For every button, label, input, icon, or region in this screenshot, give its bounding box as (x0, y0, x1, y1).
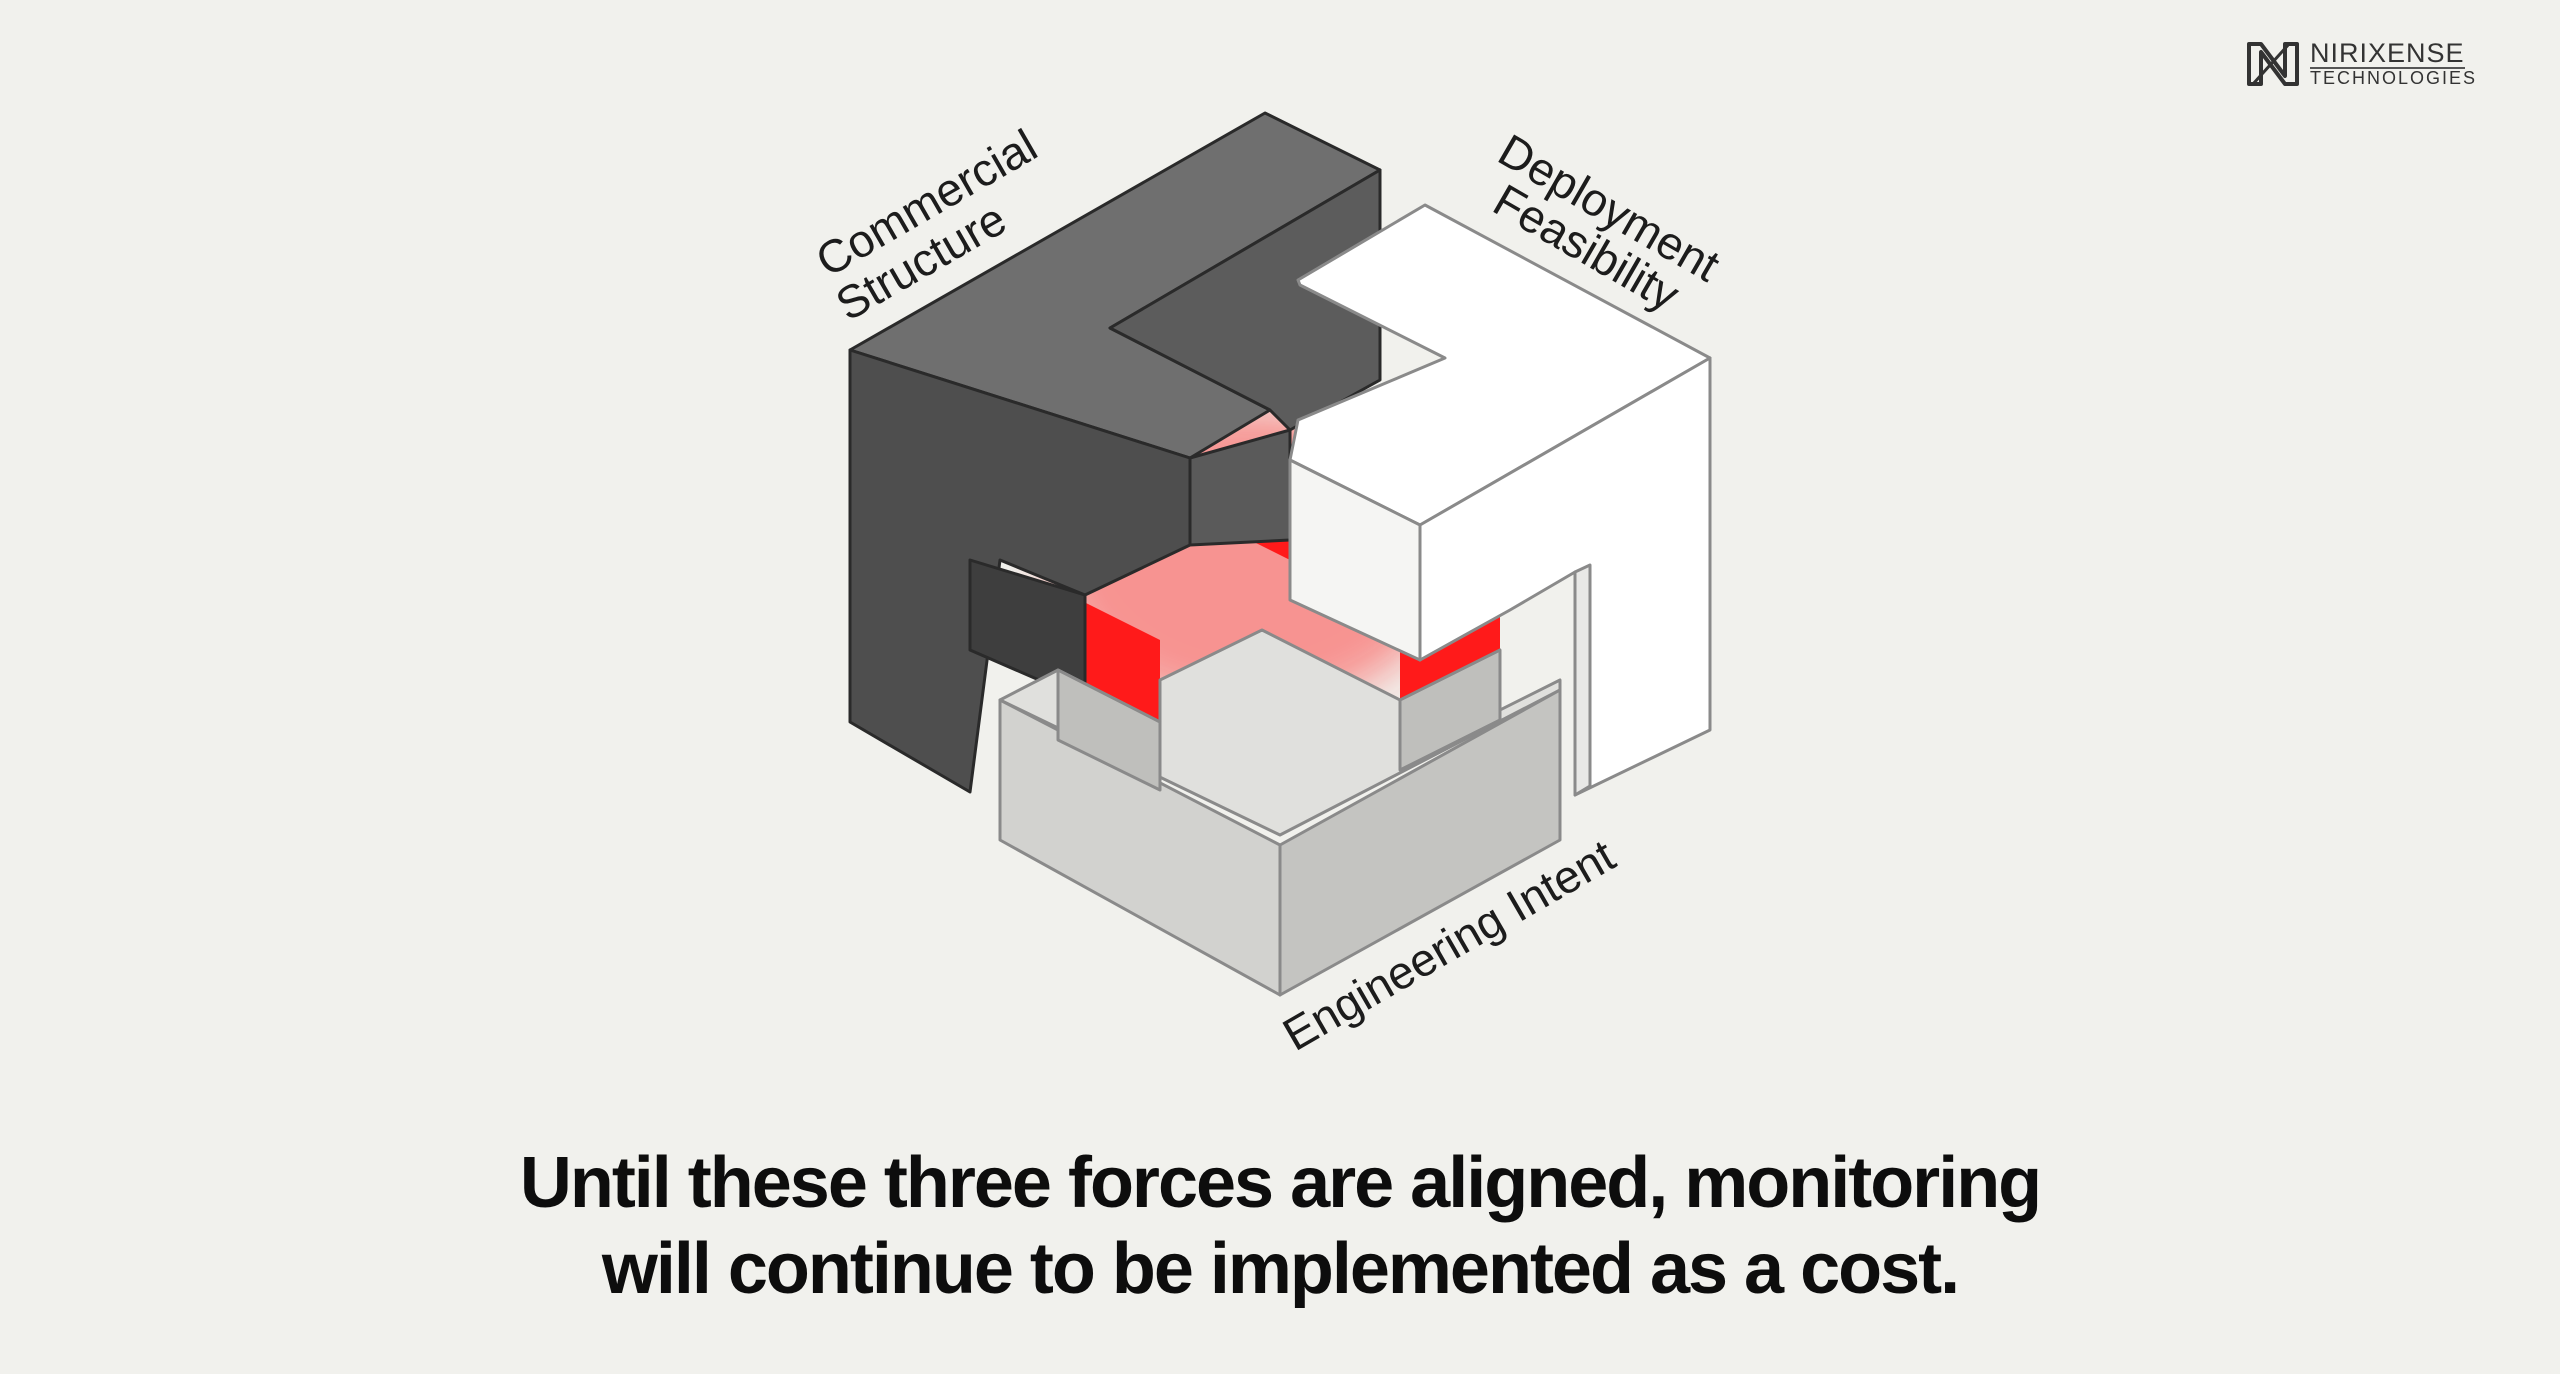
logo-name: NIRIXENSE (2310, 38, 2465, 69)
slide-caption: Until these three forces are aligned, mo… (0, 1140, 2560, 1312)
grey-right-face (1278, 688, 1562, 997)
logo-subtitle: TECHNOLOGIES (2310, 68, 2478, 88)
grey-left-notch (1056, 668, 1162, 792)
caption-line-1: Until these three forces are aligned, mo… (519, 1143, 2042, 1223)
white-slot (1573, 563, 1592, 797)
grey-right-notch (1398, 648, 1502, 772)
logo-mark-icon (2247, 42, 2299, 86)
engineering-intent-piece (998, 628, 1562, 997)
caption-line-2: will continue to be implemented as a cos… (601, 1229, 1960, 1309)
white-left-face (1288, 458, 1422, 662)
deployment-feasibility-piece (1288, 203, 1712, 797)
company-logo: NIRIXENSE TECHNOLOGIES (2245, 36, 2495, 92)
commercial-structure-piece (848, 111, 1382, 794)
